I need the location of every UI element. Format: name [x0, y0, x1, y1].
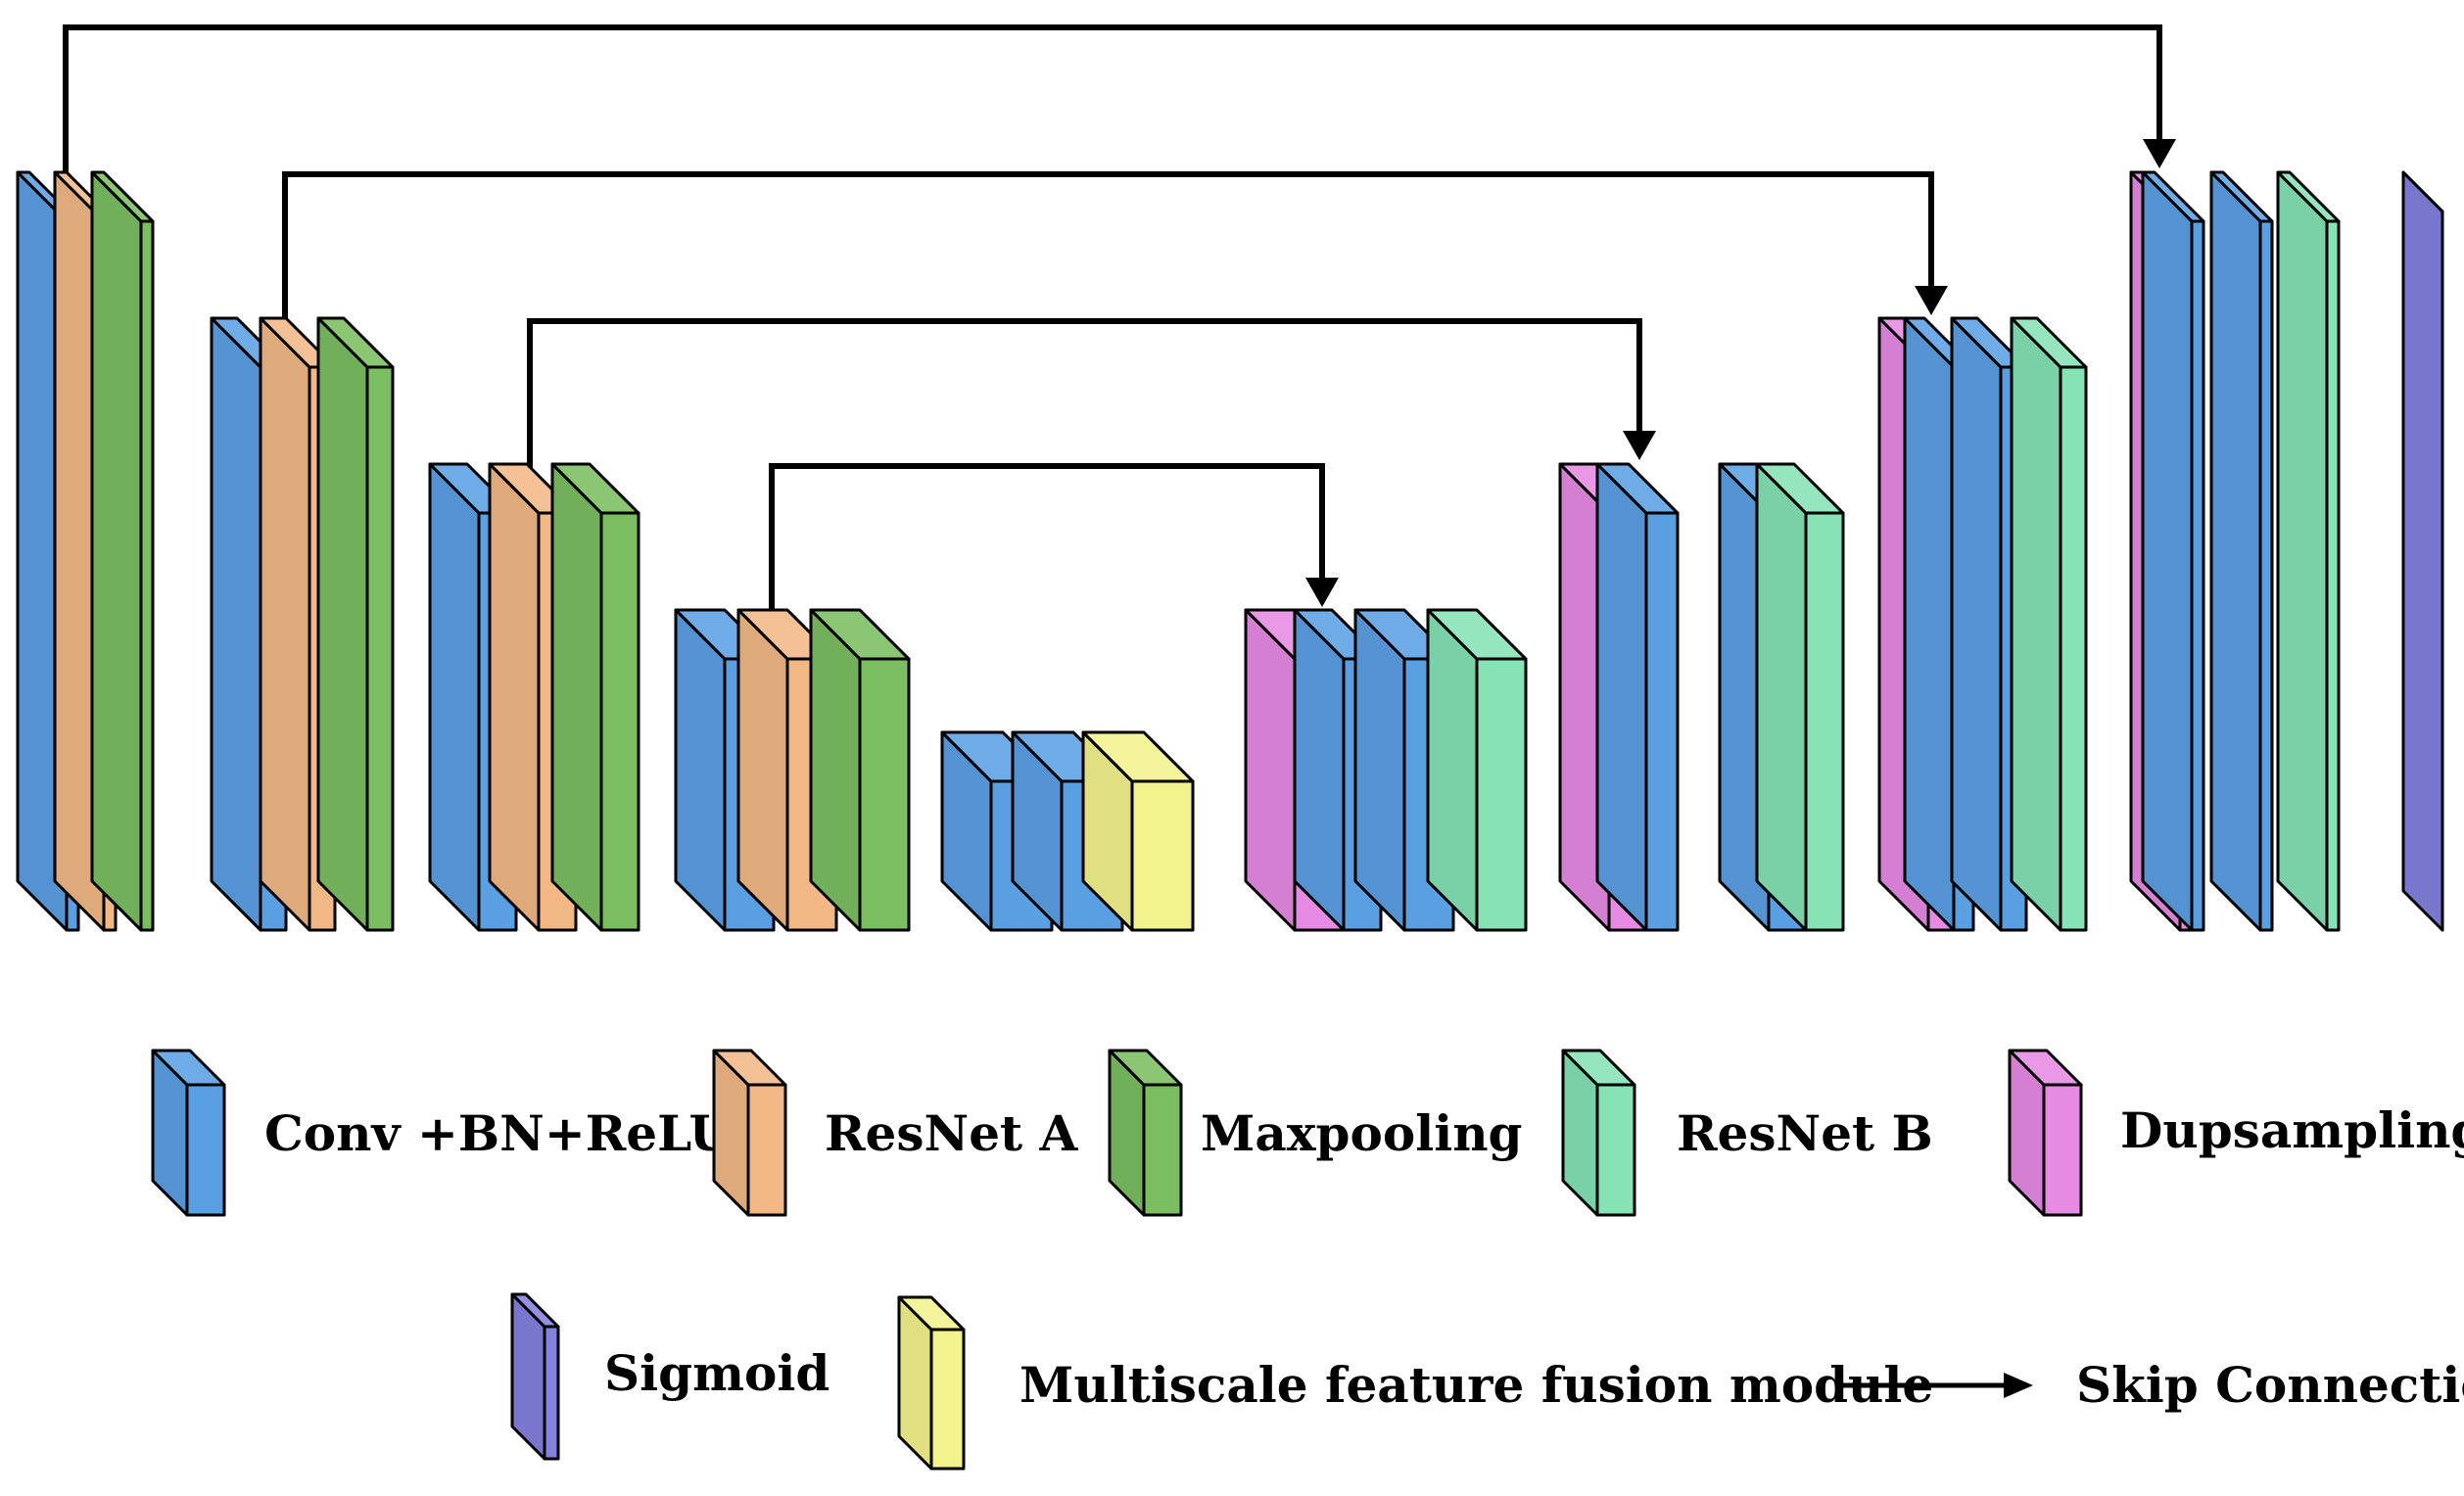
legend-label-dupsampling: Dupsampling	[2120, 1101, 2464, 1159]
legend-swatch-resnet-b	[1561, 1049, 1636, 1217]
legend-swatch-conv	[151, 1049, 226, 1217]
decoder-3-resnet-b-block-4	[2010, 316, 2088, 932]
decoder-4-conv-block-2	[2141, 170, 2205, 932]
legend-label-resnet-b: ResNet B	[1677, 1104, 1933, 1162]
skip-connection-encoder-3-to-decoder-2	[527, 318, 1656, 468]
legend: Conv +BN+ReLU ResNet A Maxpooling ResNet…	[151, 1049, 2464, 1471]
legend-label-maxpooling: Maxpooling	[1201, 1104, 1523, 1162]
encoder-3-maxpool-block-3	[550, 462, 640, 932]
encoder-1-maxpool-block-3	[90, 170, 155, 932]
decoder-1-resnet-b-block-4	[1426, 608, 1528, 932]
legend-swatch-dupsample	[2008, 1049, 2083, 1217]
legend-label-resnet-a: ResNet A	[825, 1104, 1079, 1162]
legend-swatch-fusion	[897, 1295, 966, 1471]
encoder-4-maxpool-block-3	[809, 608, 911, 932]
decoder-2-resnet-b-block-4	[1755, 462, 1845, 932]
skip-connection-encoder-1-to-decoder-4	[63, 24, 2176, 174]
output-sigmoid-block-1	[2401, 170, 2444, 932]
decoder-4-conv-block-3	[2209, 170, 2274, 932]
legend-swatch-resnet-a	[712, 1049, 787, 1217]
legend-row-2: Sigmoid Multiscale feature fusion module…	[604, 1344, 2464, 1414]
skip-connection-encoder-4-to-decoder-1	[769, 463, 1339, 613]
legend-label-conv: Conv +BN+ReLU	[264, 1104, 732, 1162]
decoder-4-resnet-b-block-4	[2276, 170, 2341, 932]
legend-label-fusion: Multiscale feature fusion module	[1019, 1356, 1933, 1414]
decoder-2-conv-block-2	[1595, 462, 1680, 932]
legend-row-1: Conv +BN+ReLU ResNet A Maxpooling ResNet…	[264, 1101, 2464, 1162]
encoder-2-maxpool-block-3	[316, 316, 395, 932]
legend-label-skip-connection: Skip Connection	[2076, 1356, 2464, 1414]
legend-arrow-icon	[1839, 1373, 2033, 1398]
skip-connections	[63, 24, 2176, 613]
skip-connection-encoder-2-to-decoder-3	[282, 171, 1948, 321]
network-blocks	[16, 170, 2444, 932]
legend-swatch-maxpool	[1108, 1049, 1183, 1217]
legend-swatch-sigmoid	[510, 1292, 560, 1461]
bottleneck-fusion-block-3	[1081, 730, 1195, 932]
legend-label-sigmoid: Sigmoid	[604, 1344, 829, 1402]
